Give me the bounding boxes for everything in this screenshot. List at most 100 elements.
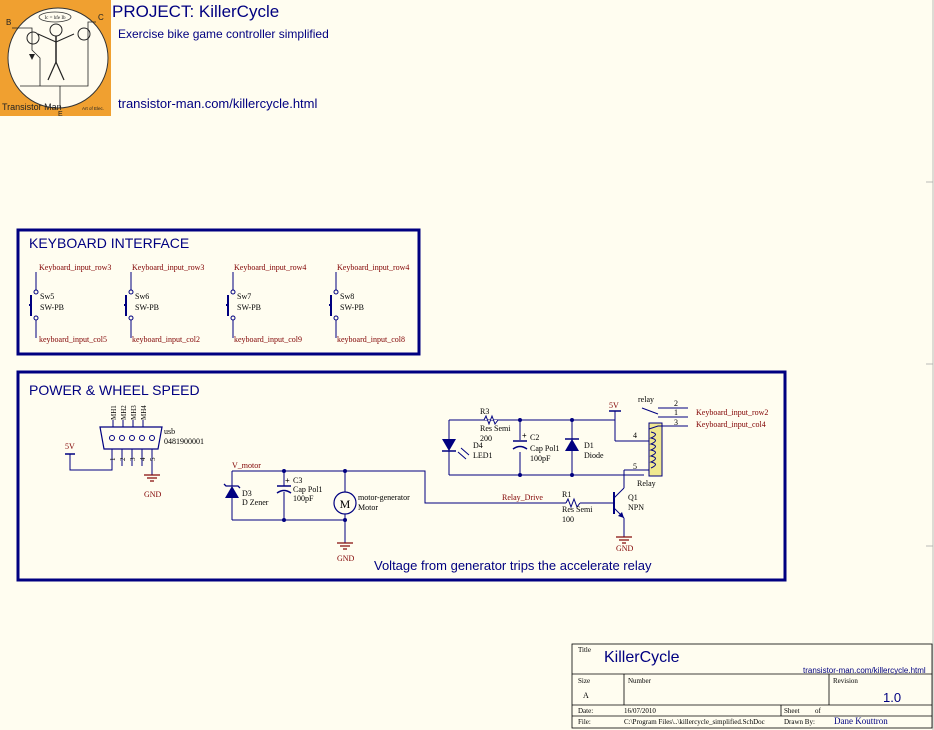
c3-designator: C3	[293, 476, 302, 485]
logo-label-c: C	[98, 13, 104, 22]
switch-sw8: Keyboard_input_row4 Sw8 SW-PB keyboard_i…	[329, 263, 409, 344]
net-label: keyboard_input_col2	[132, 335, 200, 344]
title-block-file-label: File:	[578, 718, 591, 726]
power-section-title: POWER & WHEEL SPEED	[29, 382, 200, 398]
usb-connector-body	[99, 426, 163, 450]
project-title: PROJECT: KillerCycle	[112, 2, 280, 21]
title-block-revision: 1.0	[883, 690, 901, 705]
switch-designator: Sw7	[237, 292, 251, 301]
logo-meter-left-icon	[26, 31, 40, 45]
motor-gnd-label: GND	[337, 554, 355, 563]
project-url[interactable]: transistor-man.com/killercycle.html	[118, 96, 318, 111]
q1-part: NPN	[628, 503, 644, 512]
logo-caption: Transistor Man	[2, 102, 62, 112]
usb-pin: 5	[149, 457, 157, 461]
led-icon	[442, 439, 456, 451]
c3-value: 100pF	[293, 494, 314, 503]
usb-part: 0481900001	[164, 437, 204, 446]
title-block-date: 16/07/2010	[624, 707, 656, 715]
transistor-man-logo: Ic = hfe Ib B C E Transistor Man Art of …	[0, 0, 111, 118]
r1-part: Res Semi	[562, 505, 593, 514]
relay-circuit: 5V R3 Res Semi 200 + C2 Cap Pol1 100pF D…	[442, 395, 768, 488]
usb-pin: 3	[129, 457, 137, 461]
logo-diode-icon	[29, 54, 35, 60]
c2-value: 100pF	[530, 454, 551, 463]
title-block	[571, 643, 933, 729]
usb-mh-label: MH1	[110, 405, 118, 420]
logo-formula: Ic = hfe Ib	[44, 16, 66, 21]
logo-circle	[7, 7, 109, 109]
svg-text:+: +	[285, 476, 290, 485]
relay-drive-circuit: Relay_Drive R1 Res Semi 100 Q1 NPN GND	[343, 469, 644, 553]
d1-designator: D1	[584, 441, 594, 450]
usb-gnd-label: GND	[144, 490, 162, 499]
d4-part: LED1	[473, 451, 493, 460]
c2-designator: C2	[530, 433, 539, 442]
usb-pin: 1	[109, 457, 117, 461]
supply-5v-label: 5V	[609, 401, 619, 410]
switch-sw5: Keyboard_input_row3 Sw5 SW-PB keyboard_i…	[29, 263, 111, 344]
title-block-url: transistor-man.com/killercycle.html	[803, 666, 926, 675]
d4-designator: D4	[473, 441, 483, 450]
usb-pin: 4	[139, 457, 147, 461]
q1-designator: Q1	[628, 493, 638, 502]
switch-sw7: Keyboard_input_row4 Sw7 SW-PB keyboard_i…	[226, 263, 306, 344]
switch-designator: Sw8	[340, 292, 354, 301]
title-block-title-label: Title	[578, 646, 591, 654]
net-label: keyboard_input_col8	[337, 335, 405, 344]
usb-name: usb	[164, 427, 175, 436]
zener-diode-icon	[225, 486, 239, 498]
motor-part: Motor	[358, 503, 378, 512]
relay-net-col4: Keyboard_input_col4	[696, 420, 766, 429]
c3-part: Cap Pol1	[293, 485, 323, 494]
d3-designator: D3	[242, 489, 252, 498]
title-block-of-label: of	[815, 707, 822, 715]
resistor-icon	[483, 414, 499, 426]
net-label: Keyboard_input_row3	[132, 263, 204, 272]
relay-pin: 1	[674, 408, 678, 417]
switch-part: SW-PB	[237, 303, 261, 312]
net-label: Keyboard_input_row4	[337, 263, 409, 272]
logo-small-caption: Art of Elec.	[82, 106, 104, 111]
title-block-drawn-by-label: Drawn By:	[784, 718, 815, 726]
switch-designator: Sw6	[135, 292, 149, 301]
logo-meter-right-icon	[77, 27, 91, 41]
switch-part: SW-PB	[340, 303, 364, 312]
title-block-file: C:\Program Files\..\killercycle_simplifi…	[624, 718, 765, 726]
v-motor-net-label: V_motor	[232, 461, 261, 470]
usb-mh-label: MH3	[130, 405, 138, 420]
title-block-revision-label: Revision	[833, 677, 858, 685]
relay-pin: 2	[674, 399, 678, 408]
usb-pin: 2	[119, 457, 127, 461]
title-block-drawn-by: Dane Kouttron	[834, 716, 888, 726]
relay-pin: 3	[674, 418, 678, 427]
switch-designator: Sw5	[40, 292, 54, 301]
resistor-icon	[565, 497, 581, 509]
keyboard-section-border	[16, 228, 421, 356]
title-block-sheet-label: Sheet	[784, 707, 800, 715]
motor-symbol: M	[340, 497, 351, 511]
title-block-size: A	[583, 691, 589, 700]
usb-mh-label: MH4	[140, 405, 148, 420]
logo-formula-bubble	[38, 11, 72, 23]
title-block-title: KillerCycle	[604, 649, 680, 666]
d3-part: D Zener	[242, 498, 269, 507]
r1-value: 100	[562, 515, 574, 524]
usb-connector: MH1 MH2 MH3 MH4 usb 0481900001 1 2 3 4 5…	[65, 405, 204, 499]
motor-name: motor-generator	[358, 493, 410, 502]
relay-pin: 4	[633, 431, 637, 440]
svg-text:+: +	[522, 431, 527, 440]
r3-value: 200	[480, 434, 492, 443]
relay-drive-net-label: Relay_Drive	[502, 493, 543, 502]
net-label: keyboard_input_col9	[234, 335, 302, 344]
relay-pin: 5	[633, 462, 637, 471]
q1-gnd-label: GND	[616, 544, 634, 553]
title-block-size-label: Size	[578, 677, 590, 685]
logo-label-b: B	[6, 18, 11, 27]
net-label: Keyboard_input_row4	[234, 263, 306, 272]
title-block-date-label: Date:	[578, 707, 593, 715]
net-label: Keyboard_input_row3	[39, 263, 111, 272]
keyboard-section-title: KEYBOARD INTERFACE	[29, 235, 189, 251]
